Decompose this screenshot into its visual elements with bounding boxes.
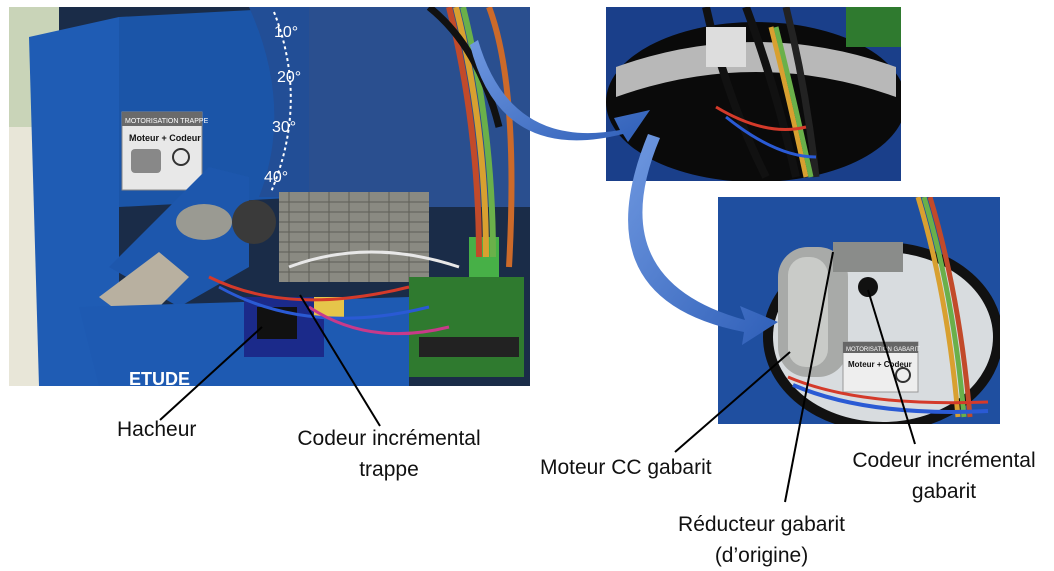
label-codeur-trappe-line1: Codeur incrémental [297, 427, 481, 450]
leader-line-codeur-gabarit [867, 289, 916, 445]
gabarit-sign-title: MOTORISATION GABARIT [846, 347, 920, 353]
label-codeur-gabarit-line2: gabarit [911, 480, 977, 503]
sign-subtitle: Moteur + Codeur [129, 133, 201, 143]
scale-mark: 30° [272, 119, 296, 136]
label-hacheur: Hacheur [117, 418, 197, 441]
scale-mark: 20° [277, 69, 301, 86]
main-photo: ETUDE 10° 20° 30° 40° MOTORISATION TRAPP… [9, 7, 530, 386]
label-codeur-gabarit-line1: Codeur incrémental [852, 449, 1036, 472]
curved-arrow-icon [628, 134, 778, 345]
label-reducteur-line2: (d’origine) [714, 544, 809, 567]
label-codeur-trappe: Codeur incrémental trappe [283, 423, 495, 485]
top-detail-illustration [606, 7, 901, 181]
curved-arrow-icon [470, 40, 650, 142]
label-moteur-cc: Moteur CC gabarit [540, 456, 712, 479]
gabarit-sign-subtitle: Moteur + Codeur [848, 360, 912, 369]
leader-line-codeur-trappe [299, 294, 381, 427]
sign-title: MOTORISATION TRAPPE [125, 118, 209, 125]
leader-line-hacheur [159, 326, 263, 421]
leader-line-reducteur [784, 251, 834, 503]
label-codeur-trappe-line2: trappe [359, 458, 419, 481]
leader-line-moteur [674, 351, 791, 453]
label-reducteur-line1: Réducteur gabarit [678, 513, 845, 536]
top-detail-photo [606, 7, 901, 181]
scale-mark: 10° [274, 24, 298, 41]
main-photo-illustration: ETUDE 10° 20° 30° 40° MOTORISATION TRAPP… [9, 7, 530, 386]
label-reducteur: Réducteur gabarit (d’origine) [664, 509, 859, 571]
label-codeur-gabarit: Codeur incrémental gabarit [838, 445, 1050, 507]
base-text: ETUDE [129, 369, 190, 386]
scale-mark: 40° [264, 169, 288, 186]
